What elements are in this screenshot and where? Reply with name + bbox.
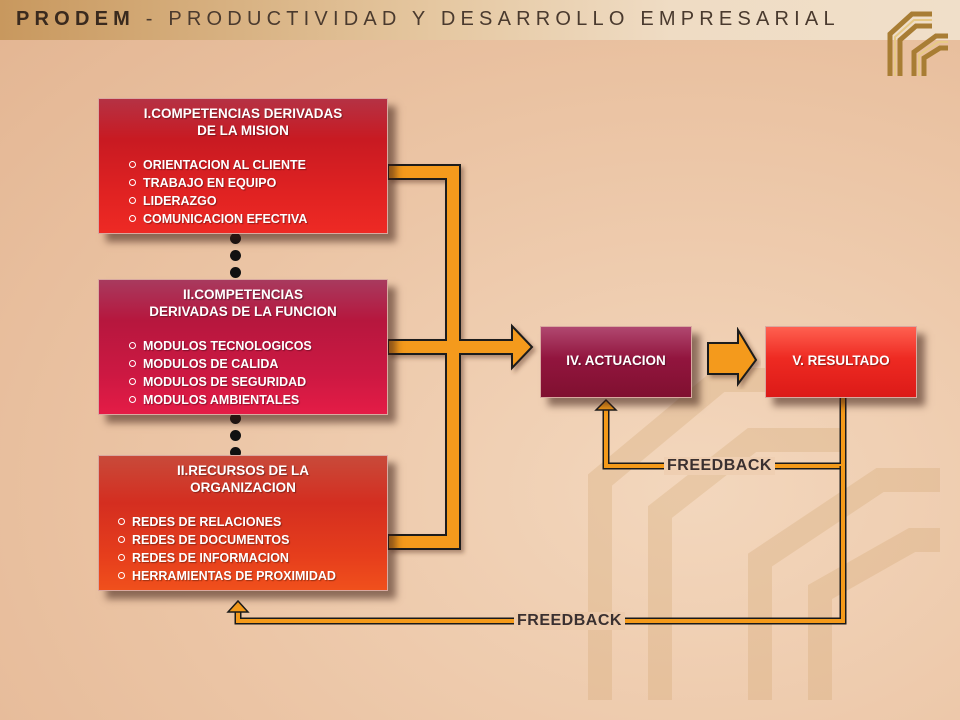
- box-title-line1: II.COMPETENCIAS: [182, 287, 303, 302]
- actuacion-box: IV. ACTUACION: [540, 326, 692, 398]
- bullet-icon: [118, 572, 125, 579]
- box-title-line2: ORGANIZACION: [190, 480, 296, 495]
- main-merge-arrow: [387, 164, 534, 550]
- bullet-icon: [129, 360, 136, 367]
- list-item-label: COMUNICACION EFECTIVA: [143, 212, 308, 226]
- bullet-icon: [129, 161, 136, 168]
- list-item: MODULOS DE SEGURIDAD: [129, 373, 312, 391]
- box-title: I.COMPETENCIAS DERIVADAS DE LA MISION: [99, 99, 387, 139]
- box-item-list: ORIENTACION AL CLIENTE TRABAJO EN EQUIPO…: [129, 156, 307, 228]
- dot: [230, 447, 241, 458]
- list-item: HERRAMIENTAS DE PROXIMIDAD: [118, 567, 336, 585]
- box-item-list: MODULOS TECNOLOGICOS MODULOS DE CALIDA M…: [129, 337, 312, 409]
- list-item-label: ORIENTACION AL CLIENTE: [143, 158, 306, 172]
- box-title-line1: II.RECURSOS DE LA: [176, 463, 309, 478]
- dot: [230, 250, 241, 261]
- bullet-icon: [118, 518, 125, 525]
- list-item: MODULOS AMBIENTALES: [129, 391, 312, 409]
- prodem-logo-icon: [887, 11, 948, 76]
- list-item-label: LIDERAZGO: [143, 194, 217, 208]
- box-title: II.COMPETENCIAS DERIVADAS DE LA FUNCION: [99, 280, 387, 320]
- box-title: II.RECURSOS DE LA ORGANIZACION: [99, 456, 387, 496]
- connector-dots-1: [230, 233, 242, 284]
- list-item: TRABAJO EN EQUIPO: [129, 174, 307, 192]
- upper-feedback-arrow: [594, 398, 847, 470]
- list-item-label: REDES DE RELACIONES: [132, 515, 282, 529]
- list-item: COMUNICACION EFECTIVA: [129, 210, 307, 228]
- box-title-line2: DE LA MISION: [197, 123, 289, 138]
- bullet-icon: [129, 197, 136, 204]
- list-item-label: REDES DE INFORMACION: [132, 551, 289, 565]
- competencias-mision-box: I.COMPETENCIAS DERIVADAS DE LA MISION OR…: [98, 98, 388, 234]
- page-title: PRODEM - PRODUCTIVIDAD Y DESARROLLO EMPR…: [16, 8, 840, 31]
- dot: [230, 233, 241, 244]
- bullet-icon: [129, 378, 136, 385]
- bullet-icon: [129, 179, 136, 186]
- box-title-line1: I.COMPETENCIAS DERIVADAS: [143, 106, 343, 121]
- list-item-label: MODULOS TECNOLOGICOS: [143, 339, 312, 353]
- list-item: REDES DE DOCUMENTOS: [118, 531, 336, 549]
- brand-subtitle: - PRODUCTIVIDAD Y DESARROLLO EMPRESARIAL: [145, 8, 840, 30]
- list-item: REDES DE RELACIONES: [118, 513, 336, 531]
- list-item: ORIENTACION AL CLIENTE: [129, 156, 307, 174]
- box-title-line2: DERIVADAS DE LA FUNCION: [149, 304, 337, 319]
- bullet-icon: [118, 554, 125, 561]
- list-item: MODULOS DE CALIDA: [129, 355, 312, 373]
- brand-name: PRODEM: [16, 8, 135, 30]
- lower-feedback-label: FREEDBACK: [514, 612, 625, 630]
- dot: [230, 430, 241, 441]
- resultado-label: V. RESULTADO: [792, 353, 890, 368]
- list-item: LIDERAZGO: [129, 192, 307, 210]
- box-item-list: REDES DE RELACIONES REDES DE DOCUMENTOS …: [118, 513, 336, 585]
- dot: [230, 413, 241, 424]
- header-bar: PRODEM - PRODUCTIVIDAD Y DESARROLLO EMPR…: [0, 0, 960, 40]
- bullet-icon: [118, 536, 125, 543]
- list-item-label: HERRAMIENTAS DE PROXIMIDAD: [132, 569, 336, 583]
- actuacion-label: IV. ACTUACION: [566, 353, 666, 368]
- list-item-label: MODULOS DE CALIDA: [143, 357, 279, 371]
- dot: [230, 267, 241, 278]
- bullet-icon: [129, 396, 136, 403]
- list-item: MODULOS TECNOLOGICOS: [129, 337, 312, 355]
- upper-feedback-label: FREEDBACK: [664, 457, 775, 475]
- list-item-label: MODULOS AMBIENTALES: [143, 393, 300, 407]
- actuacion-to-resultado-arrow: [707, 326, 758, 387]
- list-item-label: MODULOS DE SEGURIDAD: [143, 375, 307, 389]
- list-item-label: TRABAJO EN EQUIPO: [143, 176, 277, 190]
- recursos-organizacion-box: II.RECURSOS DE LA ORGANIZACION REDES DE …: [98, 455, 388, 591]
- list-item-label: REDES DE DOCUMENTOS: [132, 533, 290, 547]
- bullet-icon: [129, 342, 136, 349]
- competencias-funcion-box: II.COMPETENCIAS DERIVADAS DE LA FUNCION …: [98, 279, 388, 415]
- connector-dots-2: [230, 413, 242, 464]
- resultado-box: V. RESULTADO: [765, 326, 917, 398]
- bullet-icon: [129, 215, 136, 222]
- list-item: REDES DE INFORMACION: [118, 549, 336, 567]
